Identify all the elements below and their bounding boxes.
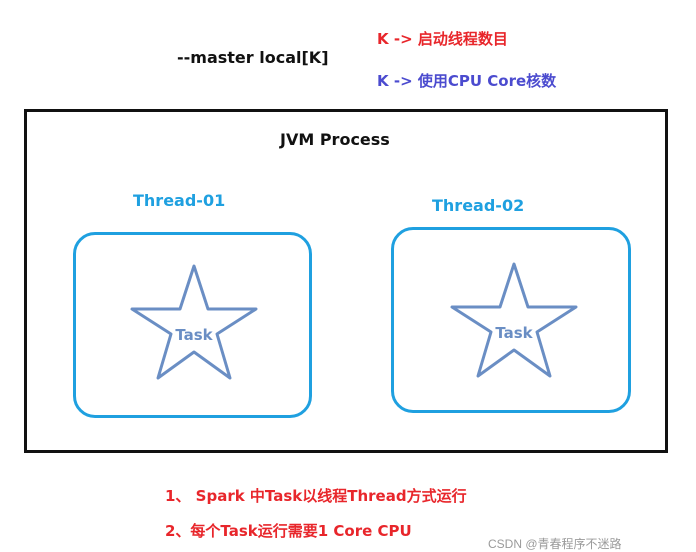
star-shape — [130, 264, 258, 380]
master-command: --master local[K] — [177, 48, 329, 67]
thread-01-label: Thread-01 — [133, 191, 226, 210]
task-star-icon: Task — [130, 264, 258, 380]
task-label: Task — [175, 326, 213, 344]
task-star-icon: Task — [450, 262, 578, 378]
bullet-2: 2、每个Task运行需要1 Core CPU — [165, 522, 412, 540]
note-cpu-cores: K -> 使用CPU Core核数 — [377, 72, 557, 90]
task-label: Task — [495, 324, 533, 342]
watermark: CSDN @青春程序不迷路 — [488, 537, 622, 551]
thread-01-box — [73, 232, 312, 418]
bullet-1: 1、 Spark 中Task以线程Thread方式运行 — [165, 487, 467, 505]
jvm-process-title: JVM Process — [280, 130, 390, 149]
note-threads: K -> 启动线程数目 — [377, 30, 508, 48]
jvm-process-box — [24, 109, 668, 453]
star-shape — [450, 262, 578, 378]
thread-02-label: Thread-02 — [432, 196, 525, 215]
thread-02-box — [391, 227, 631, 413]
